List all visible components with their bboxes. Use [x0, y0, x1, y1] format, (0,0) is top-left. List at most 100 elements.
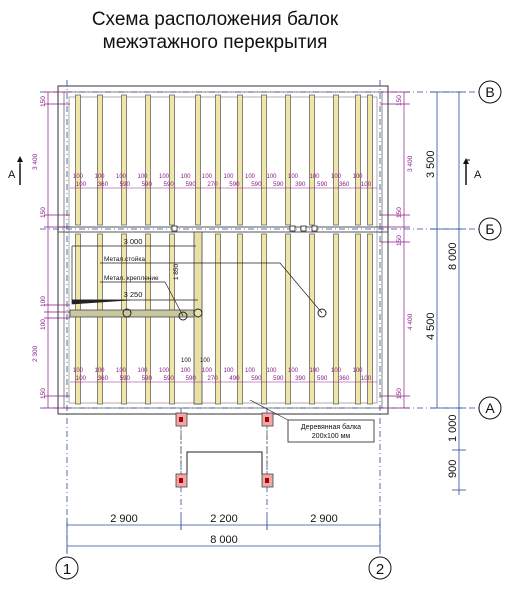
upper-joist: [195, 94, 201, 226]
lower-joist: [215, 233, 221, 405]
spacing-label: 360: [339, 375, 350, 382]
lower-joist: [97, 233, 103, 405]
spacing-top-label: 100: [288, 174, 299, 180]
upper-joist: [121, 94, 127, 226]
dim-100-a: 100: [181, 358, 192, 364]
lower-joist: [237, 233, 243, 405]
fastener-label: Метал. крепление: [104, 275, 159, 282]
spacing-label: 390: [295, 375, 306, 382]
spacing-label: 590: [164, 181, 175, 188]
spacing-label: 590: [185, 181, 196, 188]
steel-girder: [69, 231, 203, 405]
lower-joist: [367, 233, 373, 405]
lower-joist: [261, 233, 267, 405]
upper-joist: [169, 94, 175, 226]
left-dim-150-mid: 150: [40, 207, 47, 218]
spacing-label: 100: [76, 181, 87, 188]
axis-bubble-a: А: [478, 396, 502, 420]
spacing-label: 590: [142, 181, 153, 188]
right-inner-dimensions: [380, 91, 410, 409]
spacing-label: 590: [251, 181, 262, 188]
spacing-top-label: 100: [245, 174, 256, 180]
spacing-top-label: 100: [73, 174, 84, 180]
section-label-right: А: [474, 169, 482, 181]
spacing-label: 360: [98, 375, 109, 382]
dim-3000: 3 000: [124, 237, 143, 246]
axis-label-2: 2: [376, 561, 384, 578]
axis-label-a: А: [485, 400, 495, 416]
section-mark-left: А: [8, 156, 23, 185]
post-1: [122, 308, 132, 318]
right-dim-4500: 4 500: [425, 312, 437, 340]
upper-joist: [355, 94, 361, 226]
spacing-top-label: 100: [94, 174, 105, 180]
axis-bubble-2: 2: [368, 556, 392, 580]
spacing-top-label: 100: [352, 368, 363, 374]
middle-wall: [58, 226, 388, 233]
spacing-label: 590: [185, 375, 196, 382]
axis-bubble-1: 1: [55, 556, 79, 580]
title-line-1: Схема расположения балок: [91, 9, 339, 30]
upper-joist: [333, 94, 339, 226]
spacing-top-label: 100: [73, 368, 84, 374]
section-label-left: А: [8, 169, 16, 181]
right-outer-dimensions: [430, 91, 466, 495]
right-dim-3500: 3 500: [425, 150, 437, 178]
lower-joist: [169, 233, 175, 405]
upper-joist: [237, 94, 243, 226]
spacing-top-label: 100: [137, 174, 148, 180]
lower-joist: [75, 233, 81, 405]
spacing-top-label: 100: [116, 174, 127, 180]
left-dimensions: [44, 91, 70, 409]
axis-label-b: Б: [485, 221, 494, 237]
spacing-label: 100: [361, 181, 372, 188]
spacing-top-label: 100: [352, 174, 363, 180]
post-3: [193, 308, 203, 318]
left-dim-150-top: 150: [40, 96, 47, 107]
spacing-label: 360: [339, 181, 350, 188]
upper-joist: [367, 94, 373, 226]
spacing-label: 100: [76, 375, 87, 382]
spacing-label: 590: [229, 181, 240, 188]
post-2: [178, 311, 188, 321]
left-dim-3400: 3 400: [32, 153, 39, 170]
bottom-dimensions: [66, 518, 381, 552]
upper-joist: [75, 94, 81, 226]
upper-joist: [285, 94, 291, 226]
wood-beam-label: Деревянная балка: [301, 423, 361, 431]
spacing-top-label: 100: [309, 368, 320, 374]
right-dim-8000: 8 000: [447, 242, 459, 270]
spacing-top-label: 100: [266, 174, 277, 180]
spacing-label: 490: [229, 375, 240, 382]
spacing-top-label: 100: [137, 368, 148, 374]
spacing-label: 590: [120, 181, 131, 188]
upper-joist: [97, 94, 103, 226]
lower-joist: [333, 233, 339, 405]
upper-joist: [309, 94, 315, 226]
post-4: [317, 308, 327, 318]
spacing-top-label: 100: [266, 368, 277, 374]
right-dim-150-a: 150: [396, 95, 403, 106]
upper-joist: [145, 94, 151, 226]
spacing-top-label: 100: [159, 174, 170, 180]
spacing-top-label: 100: [331, 174, 342, 180]
right-dim-150-d: 150: [396, 388, 403, 399]
right-dim-900: 900: [447, 460, 459, 478]
spacing-top-label: 100: [180, 368, 191, 374]
spacing-label: 390: [295, 181, 306, 188]
spacing-label: 270: [207, 181, 218, 188]
left-dim-100-a: 100: [40, 296, 47, 307]
dim-1850: 1 850: [173, 263, 180, 280]
title-line-2: межэтажного перекрытия: [102, 32, 328, 53]
upper-joists: [75, 94, 373, 226]
spacing-top-label: 100: [202, 368, 213, 374]
lower-joist: [355, 233, 361, 405]
lower-joist: [285, 233, 291, 405]
axis-bubble-b: Б: [478, 217, 502, 241]
spacing-top-label: 100: [223, 174, 234, 180]
spacing-label: 590: [273, 181, 284, 188]
left-dim-100-b: 100: [40, 319, 47, 330]
